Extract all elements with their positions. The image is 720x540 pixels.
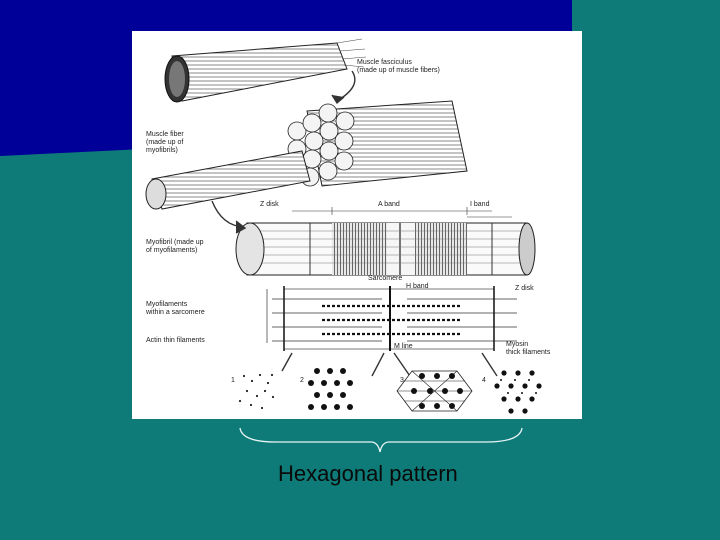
label-z-disk-top: Z disk xyxy=(260,201,279,209)
label-h-band: H band xyxy=(406,283,429,291)
label-a-band: A band xyxy=(378,201,400,209)
label-myosin-thick-filaments: Myosin thick filaments xyxy=(506,341,550,357)
label-z-disk-right: Z disk xyxy=(515,285,534,293)
sarcomere-drawing xyxy=(267,286,517,351)
cross-section-1 xyxy=(239,374,274,409)
label-myofilaments: Myofilaments within a sarcomere xyxy=(146,301,205,317)
label-myofibril: Myofibril (made up of myofilaments) xyxy=(146,239,204,255)
fasciculus-drawing xyxy=(165,39,366,102)
label-section-3: 3 xyxy=(400,377,404,385)
label-section-2: 2 xyxy=(300,377,304,385)
fiber-bundle-drawing xyxy=(285,101,467,186)
cross-section-2 xyxy=(308,368,353,410)
label-section-4: 4 xyxy=(482,377,486,385)
label-muscle-fiber: Muscle fiber (made up of myofibrils) xyxy=(146,131,184,155)
label-section-1: 1 xyxy=(231,377,235,385)
cross-section-4 xyxy=(494,370,541,413)
muscle-fiber-drawing xyxy=(146,151,310,209)
label-m-line: M line xyxy=(394,343,413,351)
myofibril-drawing xyxy=(236,207,535,275)
muscle-structure-figure: Muscle fasciculus (made up of muscle fib… xyxy=(132,31,582,419)
label-actin-thin-filaments: Actin thin filaments xyxy=(146,337,205,345)
slide-caption: Hexagonal pattern xyxy=(278,461,458,487)
grouping-brace xyxy=(236,426,526,460)
label-i-band: I band xyxy=(470,201,489,209)
label-sarcomere: Sarcomere xyxy=(368,275,402,283)
cross-section-3 xyxy=(397,371,472,411)
label-muscle-fasciculus: Muscle fasciculus (made up of muscle fib… xyxy=(357,59,440,75)
